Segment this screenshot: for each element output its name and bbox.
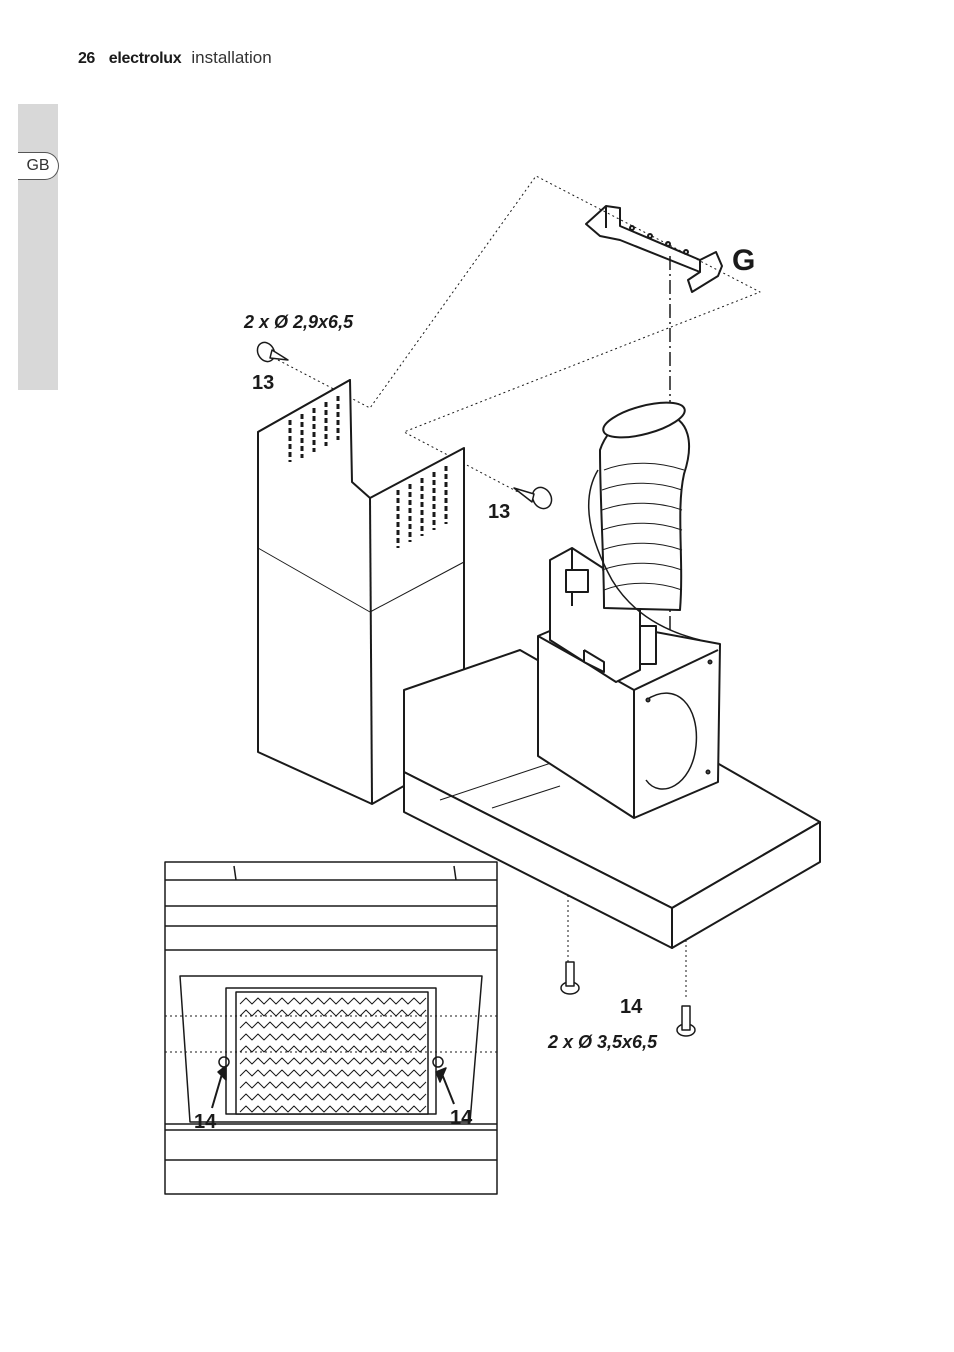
wall-bracket	[585, 205, 723, 293]
screw-spec-bottom: 2 x Ø 3,5x6,5	[547, 1032, 658, 1052]
language-badge: GB	[18, 152, 59, 180]
brand-name: electrolux	[108, 50, 182, 67]
flexible-duct	[599, 401, 691, 611]
duct-ribs	[601, 462, 685, 591]
language-tab	[18, 104, 58, 390]
inset-label-left: 14	[194, 1111, 217, 1133]
screw-label-upper-left: 13	[252, 372, 274, 394]
power-cable	[587, 469, 701, 641]
screw-lower-right	[676, 1005, 696, 1037]
inset-detail	[164, 861, 498, 1195]
screw-upper-left	[256, 341, 289, 363]
inset-label-right: 14	[450, 1107, 473, 1129]
section-title: installation	[191, 48, 272, 67]
screw-upper-right	[513, 486, 553, 510]
chimney-vent-slots	[288, 396, 448, 548]
screw-label-lower: 14	[620, 996, 643, 1018]
screw-lower-left	[560, 961, 580, 995]
grease-filter-mesh	[239, 997, 427, 1113]
page-number: 26	[78, 50, 95, 67]
bracket-label: G	[732, 244, 755, 277]
inset-dotted-lines	[165, 1015, 497, 1053]
screw-label-upper-right: 13	[488, 501, 510, 523]
screw-spec-top: 2 x Ø 2,9x6,5	[243, 312, 354, 332]
page-header: 26 electrolux installation	[78, 48, 272, 70]
